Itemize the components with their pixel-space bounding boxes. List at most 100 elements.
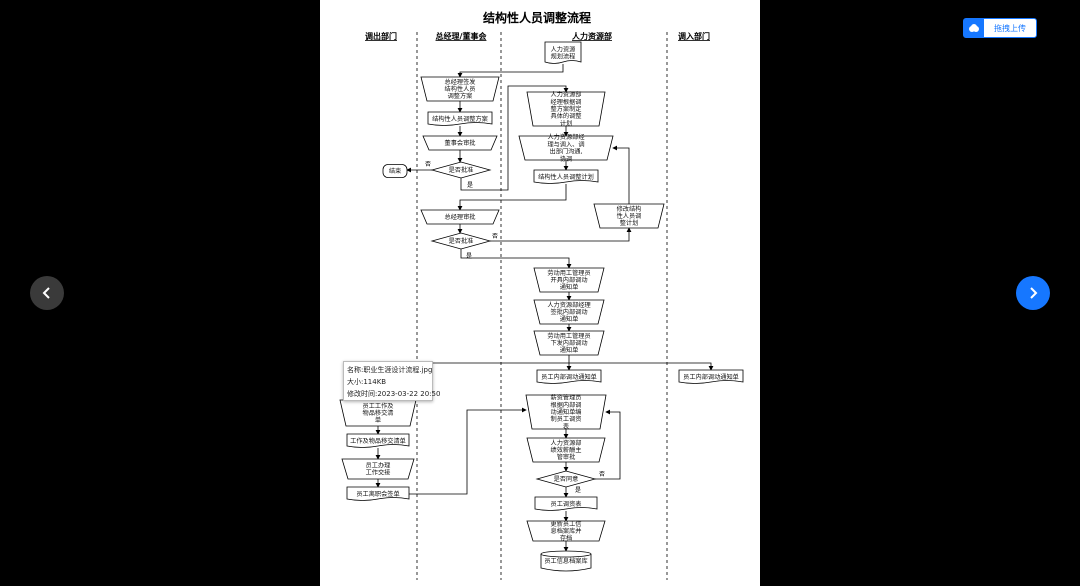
node-text: 存档 xyxy=(560,534,572,542)
drag-upload-button[interactable]: 拖拽上传 xyxy=(963,18,1037,38)
node-text: 人力资源部 xyxy=(551,439,582,447)
node-text: 员工内部调动通知单 xyxy=(683,373,739,381)
connector xyxy=(460,85,569,191)
decision-label-yes: 是 xyxy=(575,487,581,494)
node-text: 人力资源部经 xyxy=(547,133,584,141)
node-text: 员工内部调动通知单 xyxy=(541,373,597,381)
node-text: 员工工作及 xyxy=(363,402,394,410)
connector xyxy=(457,64,564,78)
decision-label-no: 否 xyxy=(599,471,605,478)
decision-label-no: 否 xyxy=(425,161,431,168)
node-text: 表 xyxy=(563,422,569,430)
connector xyxy=(409,407,527,495)
node-text: 物品移交清 xyxy=(363,409,394,417)
lane-header: 人力资源部 xyxy=(572,31,612,41)
node-text: 修改结构 xyxy=(617,205,642,213)
flow-node-approve2: 是否批准 xyxy=(430,232,492,250)
node-text: 通知单 xyxy=(560,283,579,291)
node-text: 性人员调 xyxy=(617,212,642,220)
file-size: 大小:114KB xyxy=(347,378,387,386)
node-text: 董事会审批 xyxy=(445,139,476,147)
node-text: 人力资源 xyxy=(551,45,576,53)
flow-node-plan-doc: 结构性人员调整方案 xyxy=(427,111,493,126)
node-text: 人力资源部经理 xyxy=(547,301,590,309)
flow-node-agree: 是否同意 xyxy=(535,470,597,488)
node-text: 出部门沟通, xyxy=(550,148,583,156)
node-text: 经理根据调 xyxy=(551,98,582,106)
node-text: 绩效薪酬主 xyxy=(551,446,582,454)
file-info-tooltip: 名称:职业生涯设计流程.jpg 大小:114KB 修改时间:2023-03-22… xyxy=(343,361,441,401)
decision-label-yes: 是 xyxy=(467,182,473,189)
file-name: 名称:职业生涯设计流程.jpg xyxy=(347,366,433,374)
node-text: 息档案库并 xyxy=(551,527,582,535)
flow-node-resign: 员工离职会签单 xyxy=(346,486,410,501)
node-text: 协调 xyxy=(560,155,572,163)
node-text: 工作及物品移交清单 xyxy=(350,437,406,445)
node-text: 员工办理 xyxy=(366,461,391,469)
node-text: 开具内部调动 xyxy=(550,276,587,284)
node-text: 劳动用工管理员 xyxy=(547,269,590,277)
connector xyxy=(457,184,567,211)
connector xyxy=(595,409,621,480)
node-text: 结构性人员 xyxy=(445,85,476,93)
flowchart: 结构性人员调整流程 调出部门总经理/董事会人力资源部调入部门 否是否是否是 人力… xyxy=(339,10,744,580)
node-text: 劳动用工管理员 xyxy=(547,332,590,340)
node-text: 工作交接 xyxy=(366,469,391,477)
node-text: 通知单 xyxy=(560,315,579,323)
node-text: 薪资管理员 xyxy=(551,394,582,402)
node-text: 整计划 xyxy=(620,219,639,227)
node-text: 动通知单编 xyxy=(551,408,582,416)
node-text: 计划 xyxy=(560,119,572,127)
node-text: 下发内部调动 xyxy=(550,339,587,347)
connector xyxy=(490,227,632,242)
connector xyxy=(378,362,714,371)
node-text: 整方案制定 xyxy=(551,105,582,113)
node-text: 规划流程 xyxy=(551,53,576,61)
flow-node-handover-list: 工作及物品移交清单 xyxy=(346,433,410,448)
node-text: 员工离职会签单 xyxy=(356,490,399,498)
node-text: 调整方案 xyxy=(448,92,474,100)
node-text: 单 xyxy=(375,416,381,424)
connector xyxy=(612,145,630,204)
flow-node-salary-table: 员工调资表 xyxy=(534,496,598,511)
node-text: 具体的调整 xyxy=(551,112,582,120)
flow-node-end: 结束 xyxy=(382,164,408,178)
node-text: 通知单 xyxy=(560,346,579,354)
node-text: 结束 xyxy=(389,167,401,175)
node-text: 结构性人员调整方案 xyxy=(432,115,488,123)
next-image-button[interactable] xyxy=(1016,276,1050,310)
node-text: 签批内部调动 xyxy=(550,308,587,316)
node-text: 是否同意 xyxy=(554,475,579,483)
upload-label: 拖拽上传 xyxy=(994,23,1026,33)
node-text: 总经理审批 xyxy=(445,213,476,221)
flow-node-db: 员工信息档案库 xyxy=(540,550,592,572)
lane-header: 总经理/董事会 xyxy=(436,31,487,41)
lane-header: 调出部门 xyxy=(365,31,397,41)
node-text: 制员工调资 xyxy=(551,415,582,423)
node-text: 结构性人员调整计划 xyxy=(538,173,594,181)
flow-nodes: 人力资源规划流程总经理签发结构性人员调整方案结构性人员调整方案董事会审批是否批准… xyxy=(339,41,744,572)
node-text: 人力资源部 xyxy=(551,91,582,99)
connector xyxy=(460,249,572,269)
document-image: 结构性人员调整流程 调出部门总经理/董事会人力资源部调入部门 否是否是否是 人力… xyxy=(320,0,760,586)
file-modified: 修改时间:2023-03-22 20:50 xyxy=(347,390,441,398)
swimlane-headers: 调出部门总经理/董事会人力资源部调入部门 xyxy=(365,31,710,580)
cloud-upload-icon xyxy=(964,19,984,37)
previous-image-button[interactable] xyxy=(30,276,64,310)
flow-node-notice-right: 员工内部调动通知单 xyxy=(678,369,744,384)
flow-node-gm-approve: 总经理审批 xyxy=(420,209,500,225)
node-text: 是否批准 xyxy=(449,237,474,245)
